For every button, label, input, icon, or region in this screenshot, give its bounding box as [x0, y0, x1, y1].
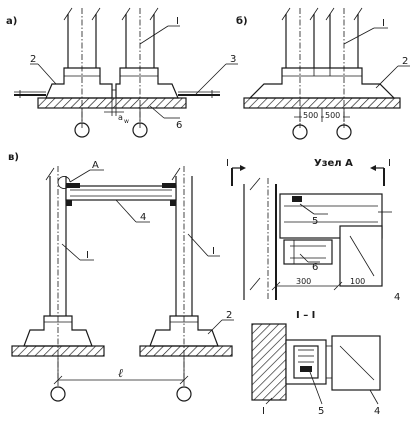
- panel-v-callout-1-left: I: [86, 250, 89, 261]
- node-a-dimension-300: 300: [271, 277, 343, 291]
- panel-a-callout-6: 6: [176, 120, 182, 131]
- svg-text:I: I: [226, 158, 229, 169]
- node-a-dimension-100: 100: [340, 277, 372, 287]
- node-a-support: [283, 239, 333, 265]
- section-i-i-title: I – I: [296, 310, 315, 321]
- node-a-callout-4: 4: [394, 292, 400, 303]
- svg-text:500: 500: [303, 111, 318, 120]
- panel-v-label: в): [8, 152, 19, 163]
- panel-b-callout-1: I: [382, 18, 385, 29]
- panel-v-crane-beam: [65, 183, 177, 206]
- section-i-i: I – I I 5 4: [251, 310, 381, 417]
- panel-a-floor-slab: [14, 90, 220, 98]
- panel-v-callout-2: 2: [226, 310, 232, 321]
- panel-v-span-dimension: ℓ: [53, 366, 189, 385]
- svg-text:а: а: [118, 113, 123, 122]
- panel-a: а): [6, 7, 238, 138]
- section-i-i-callout-5: 5: [318, 406, 324, 417]
- panel-a-label: а): [6, 16, 17, 27]
- node-a-column: [243, 177, 277, 300]
- panel-a-callout-1: I: [176, 16, 179, 27]
- panel-b-common-footing: [248, 67, 396, 99]
- panel-a-axis-bubble-right: [132, 122, 148, 138]
- panel-v-left-base: [11, 345, 105, 357]
- panel-b-axis-bubble-left: [292, 124, 308, 140]
- panel-a-left-footing: [45, 67, 113, 99]
- node-a-title: Узел А: [314, 158, 353, 169]
- panel-a-right-footing: [115, 67, 179, 99]
- panel-b-base-concrete: [243, 97, 401, 109]
- panel-v: в) А: [8, 152, 234, 402]
- node-a-beam-end: [339, 225, 383, 287]
- section-i-i-callout-4: 4: [374, 406, 380, 417]
- section-i-i-bracket: [285, 339, 332, 385]
- panel-b-label: б): [236, 15, 248, 27]
- panel-b-axis-bubble-right: [336, 124, 352, 140]
- panel-v-callout-4: 4: [140, 212, 146, 223]
- panel-a-gap-dimension: а w: [104, 98, 129, 125]
- node-a-callout-6: 6: [312, 262, 318, 273]
- svg-text:I: I: [388, 158, 391, 169]
- svg-text:w: w: [124, 118, 129, 125]
- panel-b-callout-2: 2: [402, 56, 408, 67]
- panel-v-axis-bubble-right: [176, 386, 192, 402]
- svg-text:300: 300: [296, 277, 311, 286]
- node-a-callout-5: 5: [312, 216, 318, 227]
- panel-v-node-letter: А: [92, 160, 99, 171]
- node-a-section-marker-left: I: [226, 158, 246, 186]
- section-i-i-callout-1: I: [262, 406, 265, 417]
- panel-a-callout-3: 3: [230, 54, 236, 65]
- svg-text:ℓ: ℓ: [118, 366, 123, 380]
- svg-text:500: 500: [325, 111, 340, 120]
- node-a-detail: Узел А I I: [226, 158, 400, 303]
- panel-b: б): [236, 7, 410, 140]
- panel-v-right-base: [139, 345, 233, 357]
- panel-a-callout-2: 2: [30, 54, 36, 65]
- node-a-section-marker-right: I: [370, 158, 391, 186]
- section-i-i-crane-beam: [331, 335, 381, 391]
- panel-v-axis-bubble-left: [50, 386, 66, 402]
- panel-b-dimensions: 500 500: [294, 108, 350, 122]
- panel-v-callout-1-right: I: [212, 246, 215, 257]
- svg-text:100: 100: [350, 277, 365, 286]
- section-i-i-column: [251, 323, 287, 401]
- panel-a-axis-bubble-left: [74, 122, 90, 138]
